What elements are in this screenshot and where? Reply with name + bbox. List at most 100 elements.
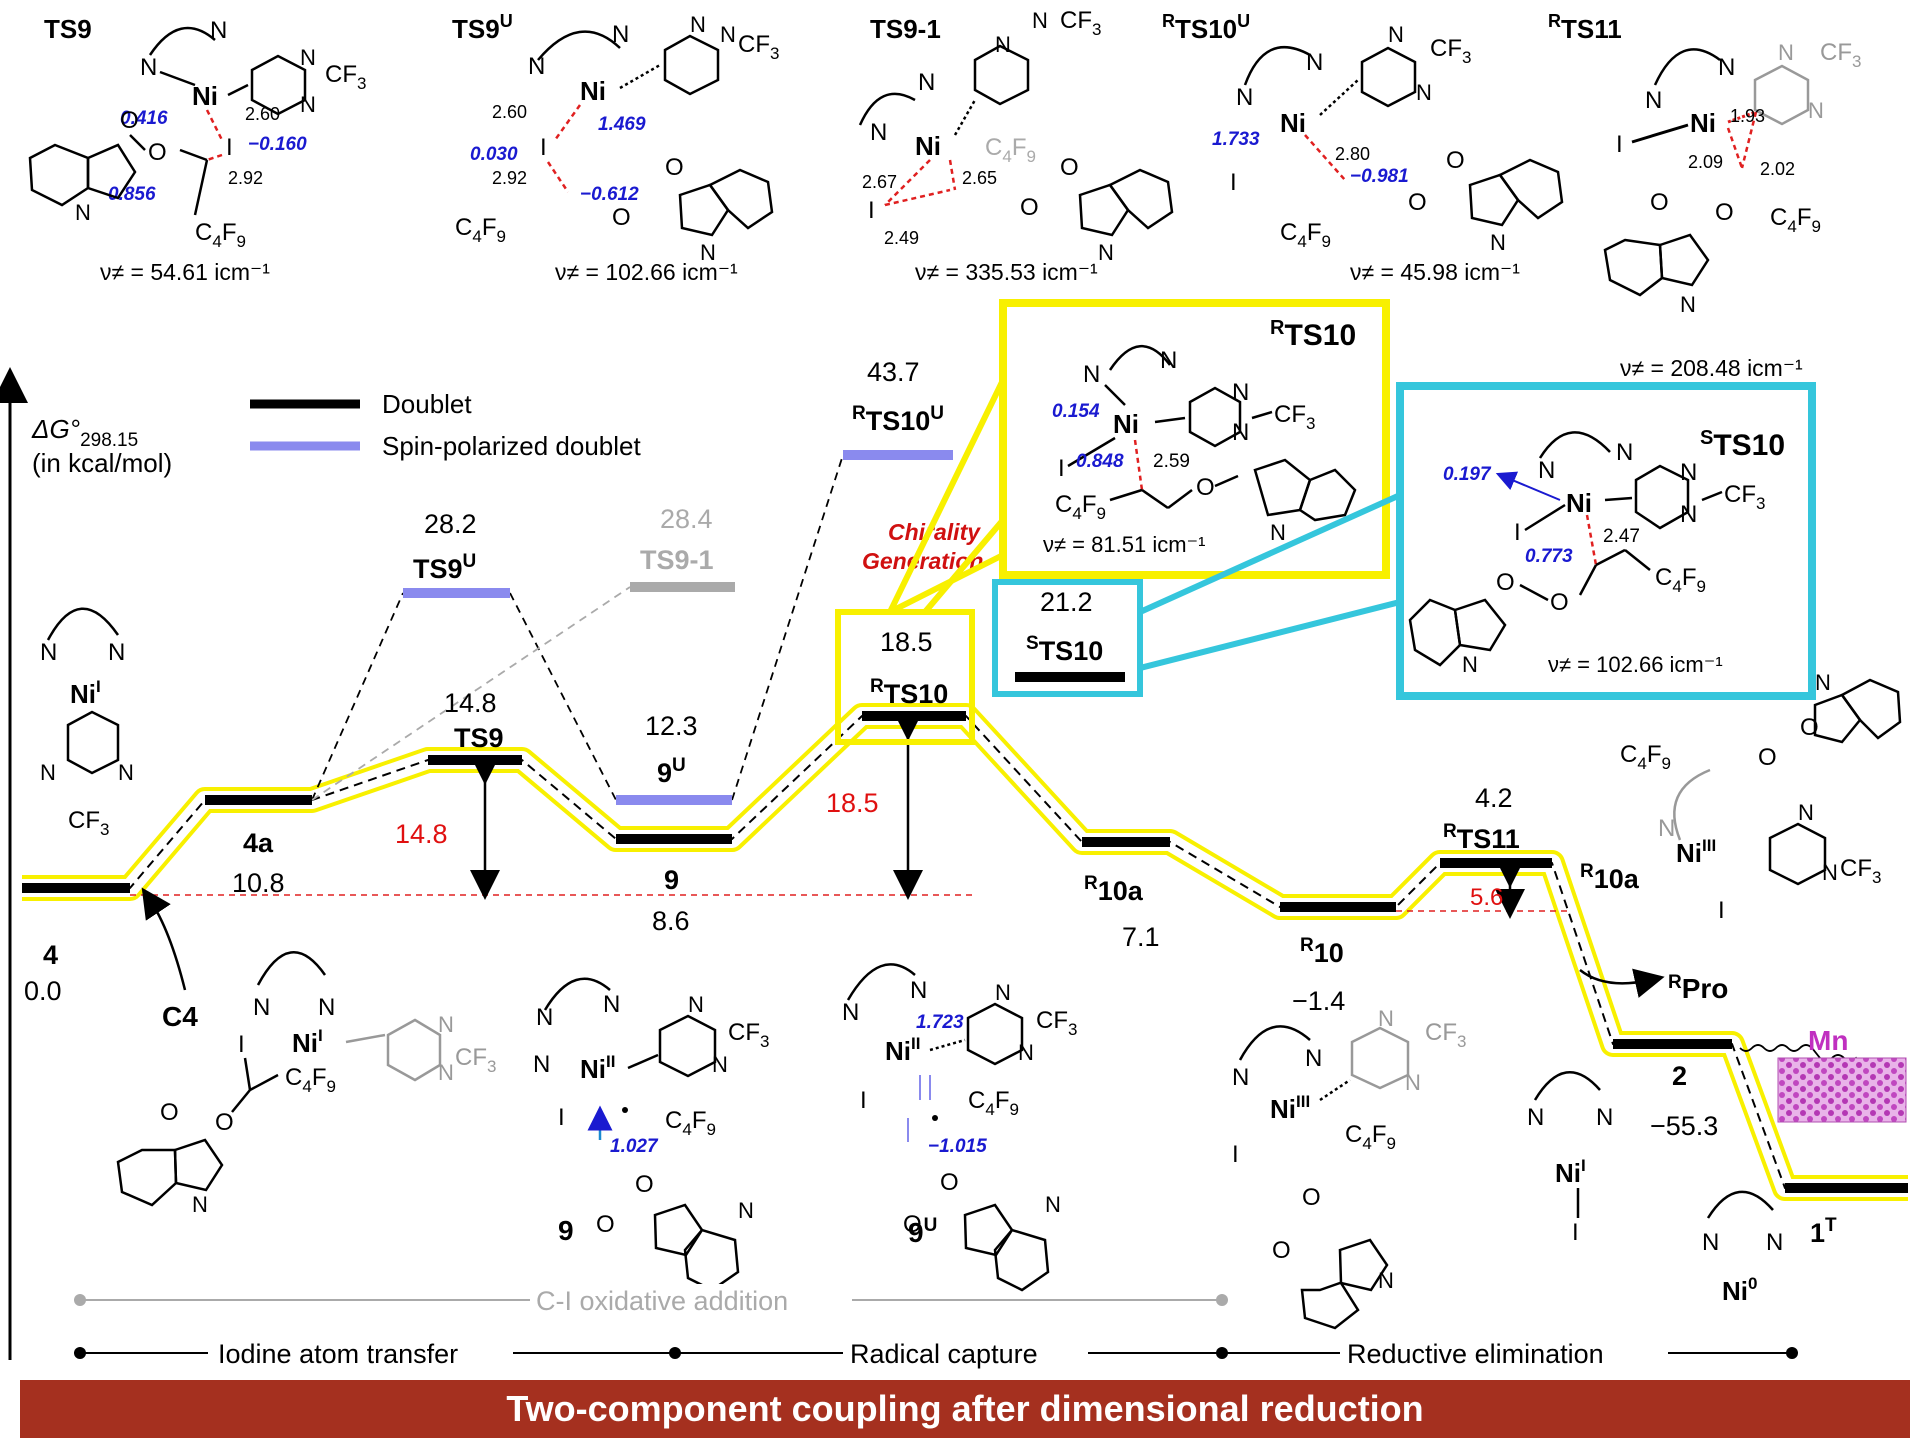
svg-text:Ni: Ni <box>1280 108 1306 138</box>
svg-text:O: O <box>1408 189 1427 216</box>
svg-text:N: N <box>1405 1070 1421 1095</box>
energy-sts10: 21.2 <box>1040 587 1093 617</box>
svg-text:N: N <box>1815 670 1831 695</box>
svg-text:2.92: 2.92 <box>228 168 263 188</box>
svg-text:N: N <box>688 992 704 1017</box>
svg-text:NiIII: NiIII <box>1676 836 1716 868</box>
svg-text:RTS11: RTS11 <box>1548 11 1622 44</box>
stage-radical-capture: Radical capture <box>850 1339 1038 1369</box>
connector-4a-ts91 <box>311 586 631 801</box>
svg-text:O: O <box>665 154 684 181</box>
stage-reductive-elimination: Reductive elimination <box>1347 1339 1604 1369</box>
label-4: 4 <box>43 940 58 970</box>
svg-text:C4F9: C4F9 <box>455 214 506 246</box>
barrier-ts9: 14.8 <box>395 819 448 849</box>
svg-text:N: N <box>870 119 887 146</box>
svg-text:N: N <box>603 991 620 1018</box>
energy-rts11: 4.2 <box>1475 783 1513 813</box>
structure-4a: N N NiI I N N CF3 C4F9 O O N <box>116 951 496 1217</box>
svg-text:N: N <box>40 639 57 666</box>
svg-text:2.60: 2.60 <box>245 104 280 124</box>
svg-text:N: N <box>1098 240 1114 265</box>
svg-text:C4F9: C4F9 <box>1280 219 1331 251</box>
label-rts11: RTS11 <box>1443 821 1520 854</box>
legend-label-doublet: Doublet <box>382 389 472 419</box>
svg-text:O: O <box>215 1109 234 1136</box>
svg-text:N: N <box>192 1192 208 1217</box>
svg-text:CF3: CF3 <box>455 1044 496 1076</box>
svg-text:N: N <box>1232 419 1249 446</box>
svg-text:N: N <box>1378 1268 1394 1293</box>
svg-text:N: N <box>1658 815 1675 842</box>
svg-text:1.723: 1.723 <box>916 1012 964 1033</box>
svg-text:I: I <box>868 197 875 224</box>
svg-text:ν≠ = 102.66 icm⁻¹: ν≠ = 102.66 icm⁻¹ <box>1548 652 1723 677</box>
svg-text:I: I <box>226 134 233 161</box>
svg-text:1.469: 1.469 <box>598 114 646 135</box>
svg-text:C4F9: C4F9 <box>285 1064 336 1096</box>
svg-text:−0.612: −0.612 <box>580 184 639 205</box>
structure-ts9u: TS9U N N Ni N N CF3 I 2.60 2.92 1.469 0.… <box>452 11 779 285</box>
svg-text:O: O <box>1446 147 1465 174</box>
svg-text:ν≠ = 208.48 icm⁻¹: ν≠ = 208.48 icm⁻¹ <box>1620 355 1803 381</box>
svg-text:O: O <box>1060 154 1079 181</box>
svg-text:N: N <box>995 32 1011 57</box>
svg-text:0.856: 0.856 <box>108 184 156 205</box>
svg-text:N: N <box>1766 1229 1783 1256</box>
svg-text:N: N <box>1462 652 1478 677</box>
sts10-inset-title: STS10 <box>1700 427 1785 462</box>
svg-text:N: N <box>1378 1006 1394 1031</box>
svg-text:C4F9: C4F9 <box>1055 491 1106 523</box>
svg-text:O: O <box>1302 1184 1321 1211</box>
svg-text:C4F9: C4F9 <box>195 219 246 251</box>
svg-text:−0.981: −0.981 <box>1350 166 1409 187</box>
sts10-highlight-box <box>992 579 1143 697</box>
label-r10: R10 <box>1300 935 1344 968</box>
mn-surface <box>1777 1057 1907 1123</box>
svg-text:N: N <box>1305 1045 1322 1072</box>
svg-text:N: N <box>1490 230 1506 255</box>
svg-text:N: N <box>528 53 545 80</box>
svg-text:O: O <box>1020 194 1039 221</box>
energy-r10a: 7.1 <box>1122 922 1160 952</box>
connector-9u-rts10u <box>731 454 844 801</box>
svg-text:2.92: 2.92 <box>492 168 527 188</box>
svg-text:ν≠ = 102.66 icm⁻¹: ν≠ = 102.66 icm⁻¹ <box>555 259 738 285</box>
svg-text:N: N <box>1596 1104 1613 1131</box>
svg-text:N: N <box>995 980 1011 1005</box>
rts10-highlight-box <box>835 609 975 745</box>
label-ts9-1: TS9-1 <box>640 545 714 575</box>
svg-text:C4F9: C4F9 <box>1655 564 1706 596</box>
svg-text:1.733: 1.733 <box>1212 129 1260 150</box>
svg-text:N: N <box>1702 1229 1719 1256</box>
svg-text:N: N <box>533 1051 550 1078</box>
svg-text:N: N <box>1680 292 1696 317</box>
svg-text:N: N <box>1270 520 1286 545</box>
svg-text:N: N <box>1306 49 1323 76</box>
energy-4a: 10.8 <box>232 868 285 898</box>
svg-text:C4F9: C4F9 <box>1770 204 1821 236</box>
svg-text:NiII: NiII <box>580 1052 615 1084</box>
svg-text:NiI: NiI <box>292 1026 323 1058</box>
svg-text:2.60: 2.60 <box>492 102 527 122</box>
svg-text:I: I <box>1572 1219 1579 1246</box>
svg-text:I: I <box>1058 455 1065 482</box>
structure-9u: N N NiII N N CF3 1.723 I C4F9 −1.015 O O… <box>842 963 1077 1292</box>
svg-text:N: N <box>318 994 335 1021</box>
svg-text:N: N <box>1236 84 1253 111</box>
svg-text:O: O <box>1758 744 1777 771</box>
svg-text:TS9: TS9 <box>44 14 92 44</box>
svg-text:0.416: 0.416 <box>120 108 168 129</box>
svg-text:N: N <box>1538 457 1555 484</box>
svg-text:N: N <box>1018 1040 1034 1065</box>
svg-text:CF3: CF3 <box>1820 39 1861 71</box>
svg-text:1.93: 1.93 <box>1730 106 1765 126</box>
structure-9: N N NiII N N N CF3 I C4F9 1.027 O O N 9 <box>533 977 769 1292</box>
svg-text:N: N <box>1160 347 1177 374</box>
svg-text:O: O <box>612 204 631 231</box>
svg-text:O: O <box>148 139 167 166</box>
svg-text:N: N <box>140 54 157 81</box>
banner-text: Two-component coupling after dimensional… <box>506 1388 1424 1429</box>
svg-text:N: N <box>1232 379 1249 406</box>
